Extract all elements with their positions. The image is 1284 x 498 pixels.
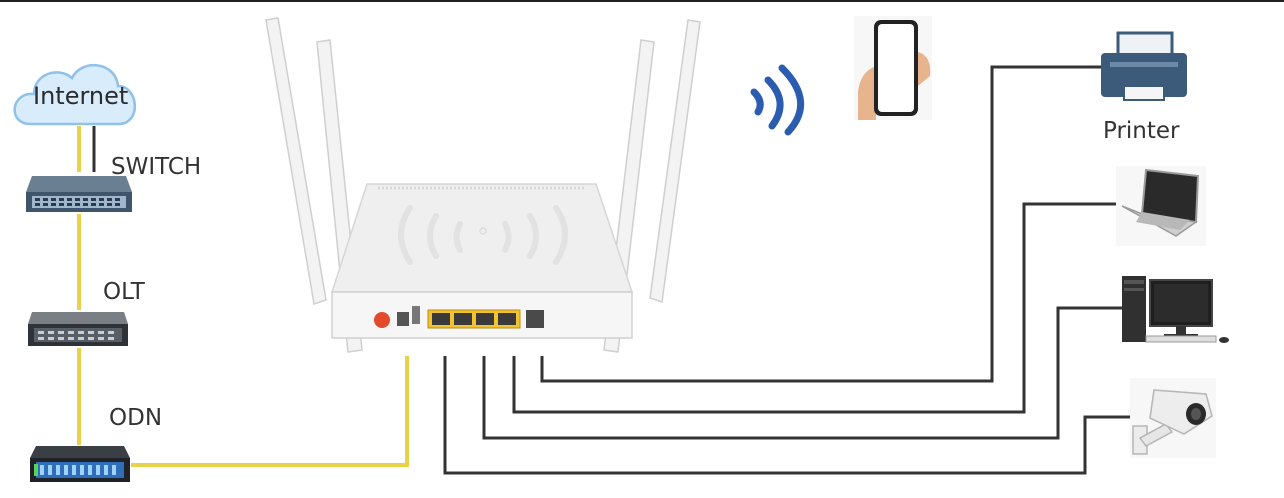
ethernet-desktop (482, 306, 1122, 440)
network-switch-icon (26, 176, 132, 212)
switch-label: SWITCH (111, 154, 202, 180)
desktop-computer-icon (1122, 276, 1229, 343)
ont-router-icon (265, 17, 701, 353)
pon-port (526, 310, 544, 328)
olt-device-icon (28, 312, 128, 346)
usb-port-2 (412, 306, 420, 324)
security-camera-icon (1130, 378, 1216, 458)
ethernet-laptop (512, 202, 1124, 414)
printer-icon (1101, 31, 1187, 101)
smartphone-icon (854, 16, 932, 120)
ethernet-camera (443, 356, 1138, 475)
internet-label: Internet (33, 82, 129, 110)
wifi-signal-icon (750, 64, 805, 136)
lan-ports (432, 313, 516, 325)
olt-label: OLT (103, 279, 145, 305)
odn-splitter-icon (30, 446, 130, 482)
antenna-left-outer (265, 17, 327, 305)
power-button (374, 312, 390, 328)
antenna-right-outer (649, 19, 701, 303)
laptop-icon (1116, 166, 1206, 246)
usb-port (397, 312, 409, 326)
ethernet-links (92, 65, 1138, 475)
internet-cloud-icon (13, 63, 137, 126)
odn-label: ODN (109, 405, 163, 431)
fiber-odn-router (131, 356, 409, 467)
printer-label: Printer (1103, 118, 1180, 144)
fiber-links (77, 126, 409, 467)
ethernet-printer (540, 65, 1105, 383)
